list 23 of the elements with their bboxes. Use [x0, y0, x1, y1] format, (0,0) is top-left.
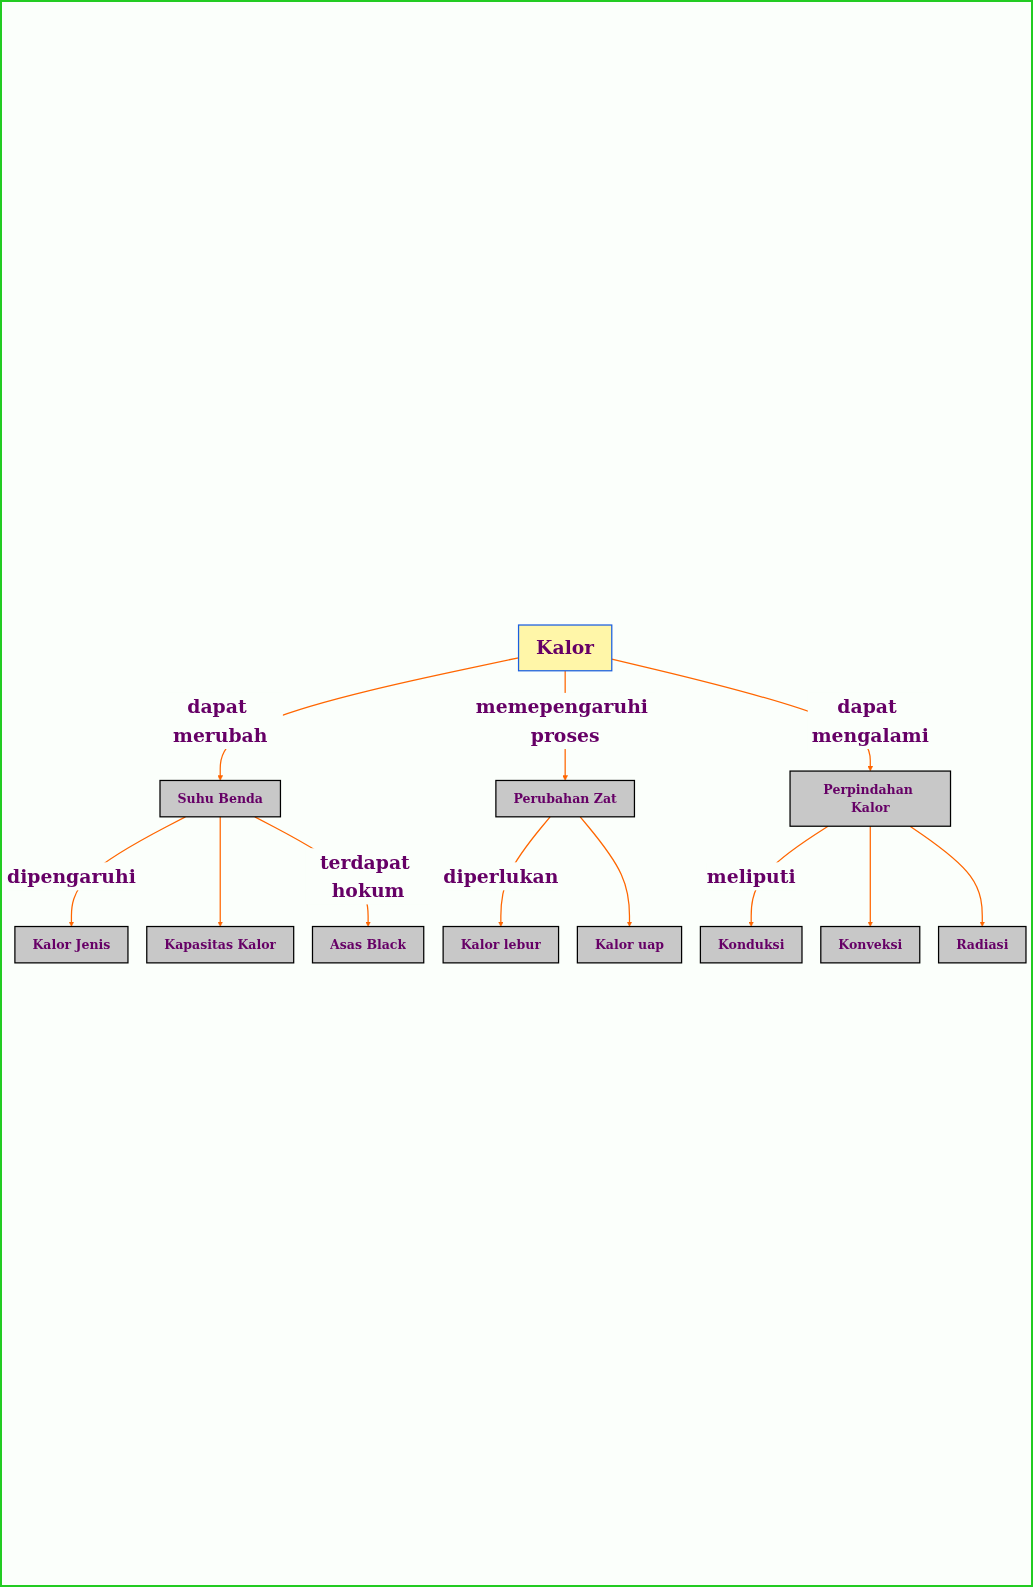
- arrow: [579, 815, 633, 927]
- node-box: Radiasi: [937, 925, 1027, 964]
- node-box: Kalor Jenis: [14, 925, 129, 964]
- arrow: [217, 815, 223, 927]
- node-box: Kapasitas Kalor: [146, 925, 295, 964]
- node-box: Asas Black: [311, 925, 425, 964]
- node-box: Suhu Benda: [159, 779, 282, 817]
- arrow: [867, 825, 874, 927]
- edge-label: dapat mengalami: [811, 695, 929, 746]
- edge-label: dapat merubah: [173, 695, 268, 746]
- edge-label: dipengaruhi: [7, 864, 136, 887]
- edge-label: diperlukan: [443, 864, 559, 887]
- node-box: Konduksi: [699, 925, 803, 964]
- node-box: Kalor lebur: [442, 925, 560, 964]
- edge-label: memepengaruhi proses: [475, 695, 649, 746]
- arrow: [909, 825, 986, 927]
- node-box: Konveksi: [820, 925, 921, 964]
- edge-label: terdapat hokum: [319, 850, 410, 901]
- node-box: Kalor: [517, 623, 613, 671]
- node-box: Kalor uap: [576, 925, 683, 964]
- edge-label: meliputi: [706, 864, 796, 887]
- node-box: Perubahan Zat: [495, 779, 636, 817]
- node-box: Perpindahan Kalor: [789, 770, 952, 827]
